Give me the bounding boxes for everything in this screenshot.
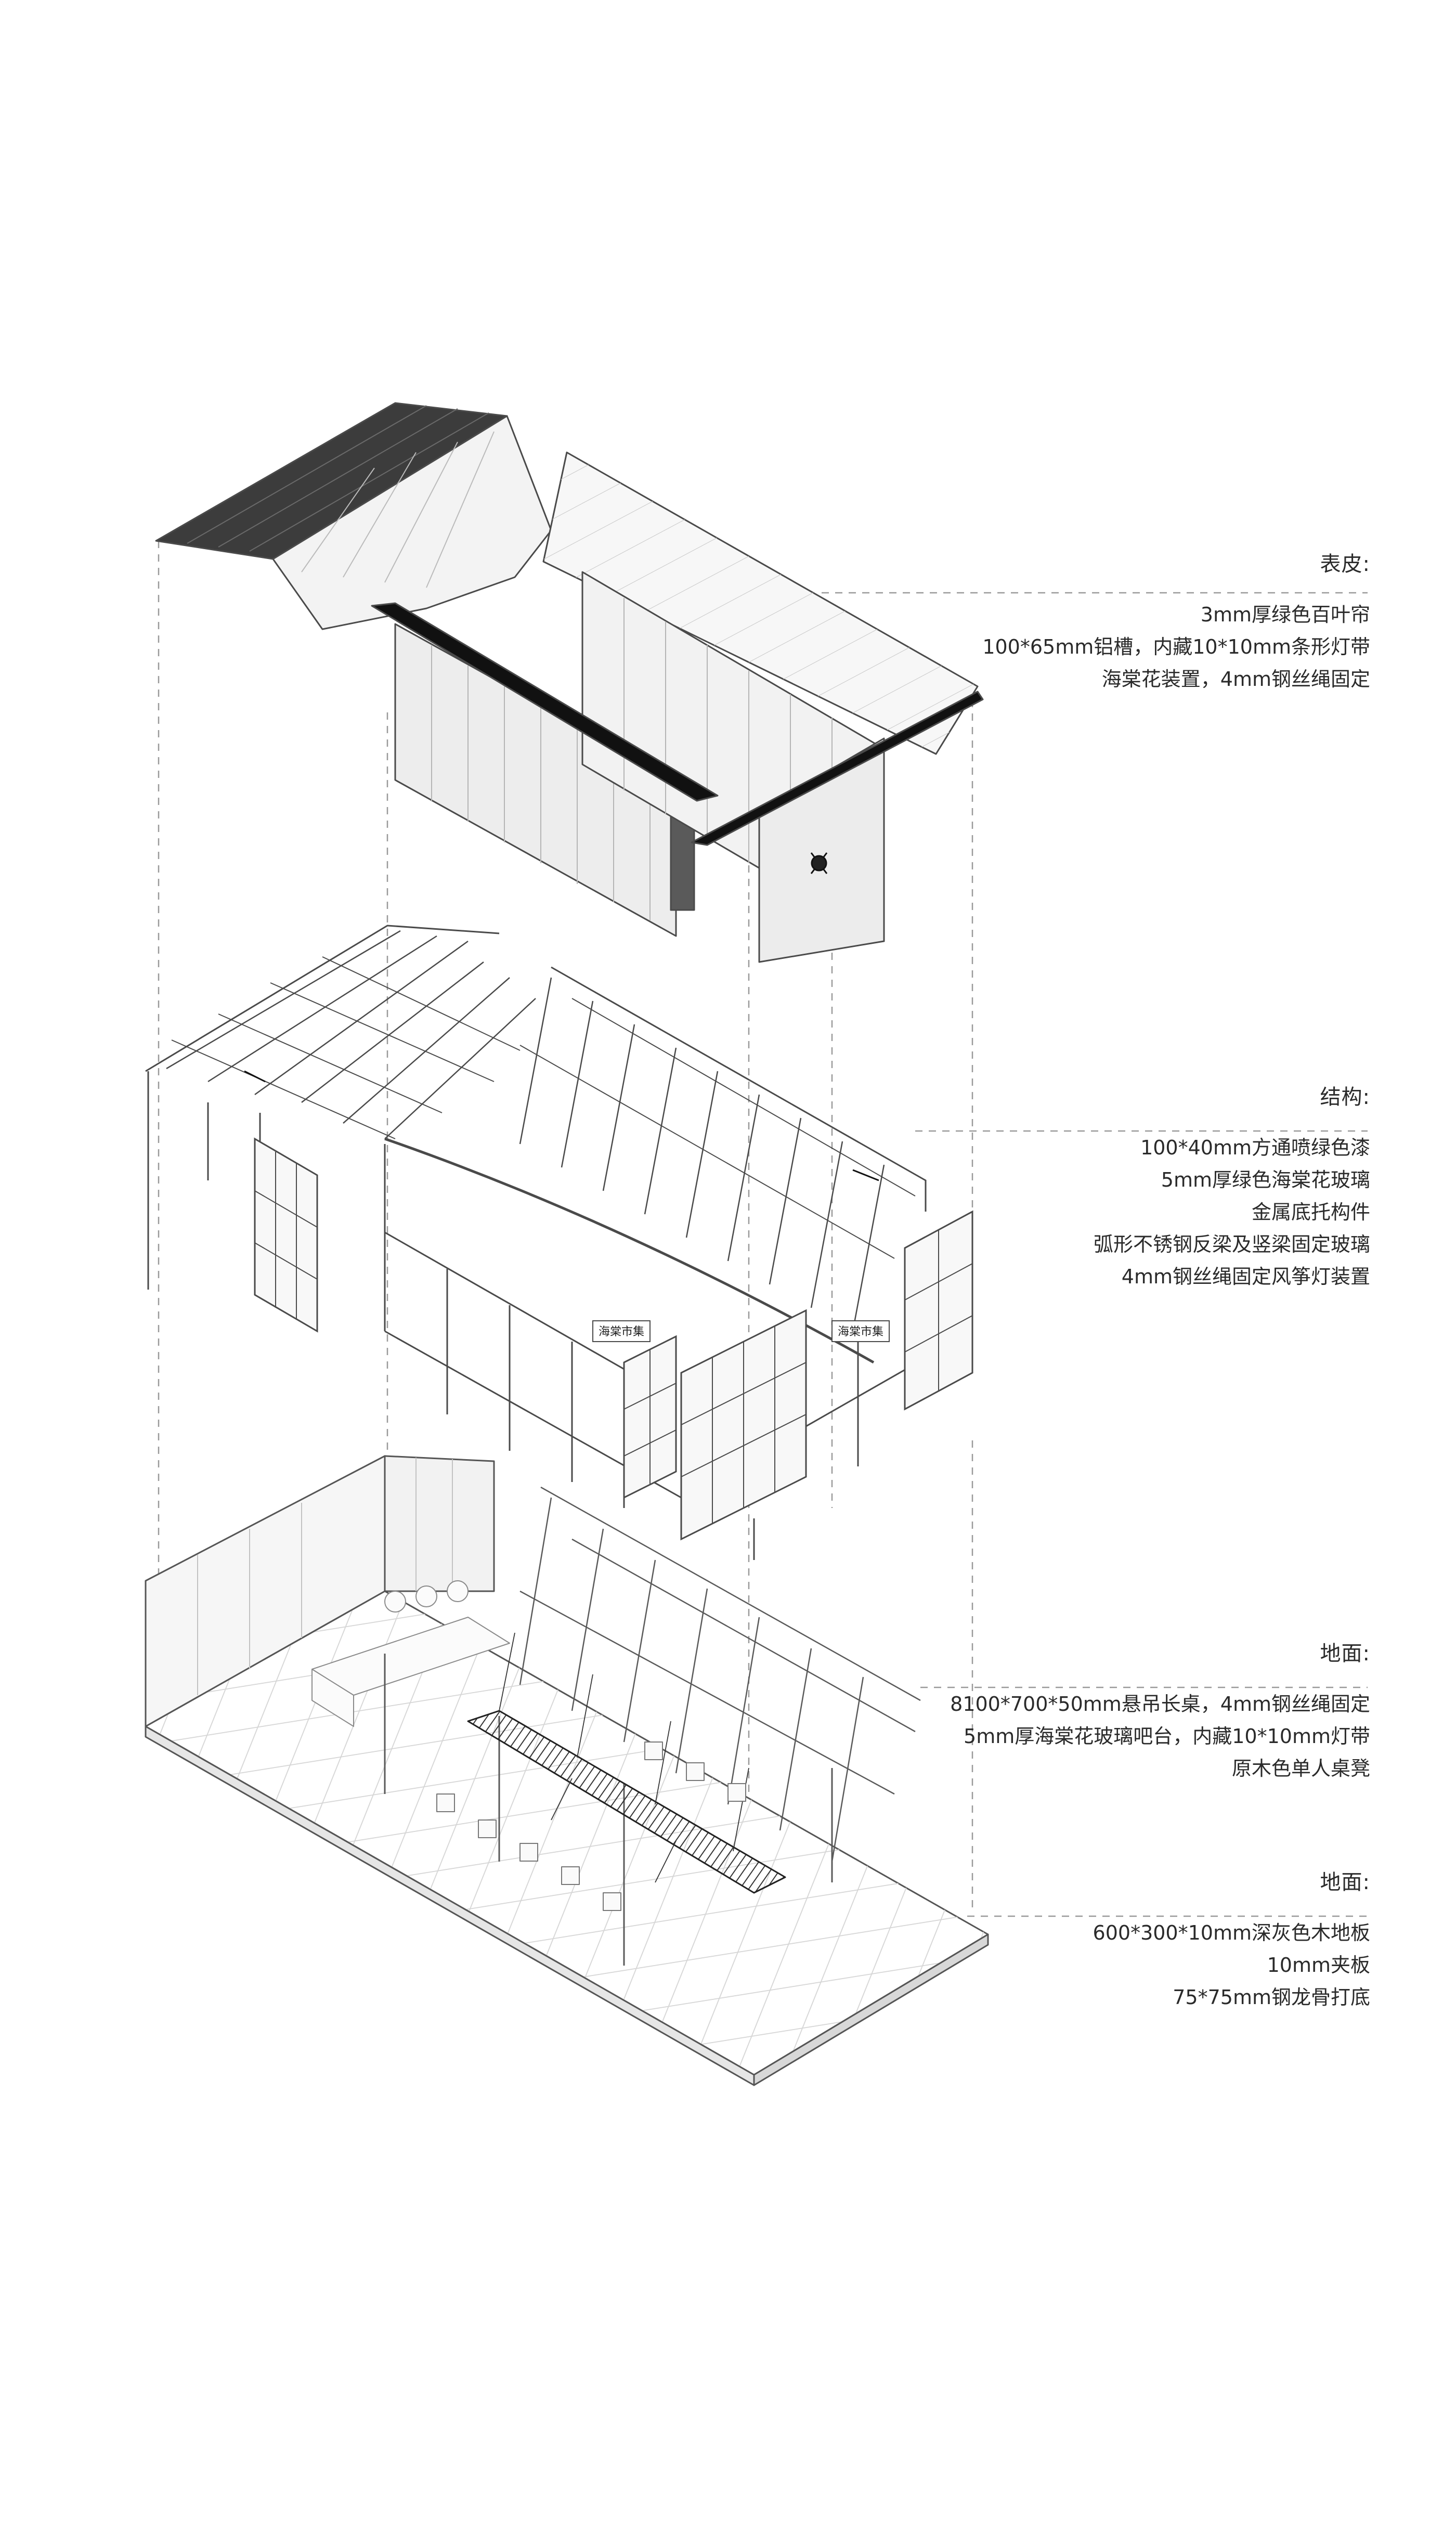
- left-glass-grid: [254, 1137, 318, 1333]
- floor-layer: [145, 1455, 989, 2086]
- skin-layer: [155, 402, 984, 963]
- annotation-floor-furniture-line: 8100*700*50mm悬吊长桌，4mm钢丝绳固定: [950, 1693, 1370, 1715]
- structure-layer: [145, 925, 973, 1560]
- annotation-floor-furniture-line: 5mm厚海棠花玻璃吧台，内藏10*10mm灯带: [964, 1725, 1370, 1748]
- annotation-structure: 结构: 100*40mm方通喷绿色漆 5mm厚绿色海棠花玻璃 金属底托构件 弧形…: [1094, 1082, 1370, 1293]
- annotation-structure-line: 100*40mm方通喷绿色漆: [1140, 1136, 1370, 1159]
- annotation-floor-finish: 地面: 600*300*10mm深灰色木地板 10mm夹板 75*75mm钢龙骨…: [1093, 1867, 1370, 2013]
- black-blade-right: [691, 691, 984, 846]
- annotation-floor-finish-line: 600*300*10mm深灰色木地板: [1093, 1921, 1370, 1944]
- annotation-floor-furniture: 地面: 8100*700*50mm悬吊长桌，4mm钢丝绳固定 5mm厚海棠花玻璃…: [950, 1638, 1370, 1785]
- annotation-floor-finish-title: 地面:: [1320, 1870, 1370, 1894]
- annotation-structure-title: 结构:: [1320, 1085, 1370, 1109]
- annotation-structure-line: 5mm厚绿色海棠花玻璃: [1161, 1168, 1370, 1191]
- annotation-floor-finish-line: 10mm夹板: [1267, 1954, 1370, 1977]
- suspended-long-table: [467, 1710, 786, 1894]
- annotation-structure-line: 4mm钢丝绳固定风筝灯装置: [1121, 1265, 1370, 1288]
- kitchen-wall-back: [384, 1455, 495, 1592]
- annotation-skin-line: 3mm厚绿色百叶帘: [1200, 603, 1370, 626]
- kite-light: [810, 852, 828, 874]
- annotation-skin-line: 100*65mm铝槽，内藏10*10mm条形灯带: [982, 635, 1370, 658]
- left-gable: [272, 415, 552, 630]
- annotation-floor-furniture-line: 原木色单人桌凳: [1231, 1757, 1370, 1780]
- annotation-floor-furniture-title: 地面:: [1320, 1642, 1370, 1666]
- sign-right: 海棠市集: [838, 1325, 883, 1338]
- annotation-skin-title: 表皮:: [1320, 552, 1370, 576]
- annotation-floor-finish-line: 75*75mm钢龙骨打底: [1173, 1986, 1370, 2009]
- annotation-structure-line: 金属底托构件: [1251, 1201, 1370, 1224]
- sign-left: 海棠市集: [599, 1325, 644, 1338]
- black-blade-left: [371, 602, 719, 802]
- annotation-skin: 表皮: 3mm厚绿色百叶帘 100*65mm铝槽，内藏10*10mm条形灯带 海…: [982, 549, 1370, 695]
- annotation-skin-line: 海棠花装置，4mm钢丝绳固定: [1101, 668, 1370, 691]
- annotation-structure-line: 弧形不锈钢反梁及竖梁固定玻璃: [1093, 1233, 1370, 1256]
